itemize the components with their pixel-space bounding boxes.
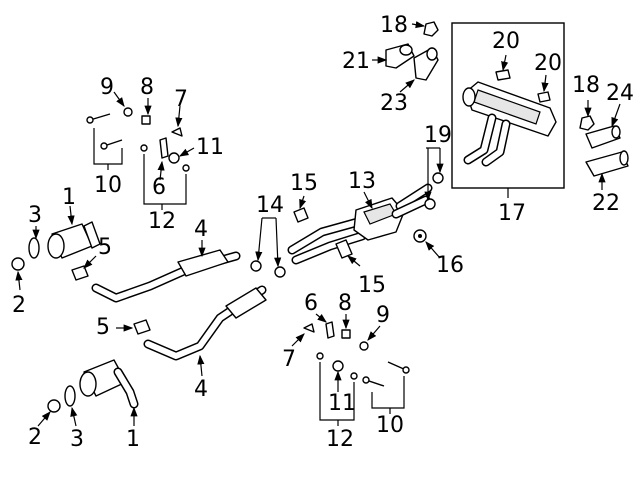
callout-17: 17: [498, 201, 526, 226]
clip-12a: [140, 144, 148, 152]
nut-18-right: [579, 115, 595, 131]
nut-11-upper: [168, 152, 180, 164]
callout-13: 13: [348, 169, 376, 194]
callout-8-upper: 8: [140, 75, 154, 100]
callout-9-upper: 9: [100, 75, 114, 100]
gasket-5-upper: [71, 265, 89, 281]
callout-18-top: 18: [380, 13, 408, 38]
callout-3-lower: 3: [70, 427, 84, 452]
muffler-bracket-20-right: [537, 91, 551, 103]
clip-12d: [350, 372, 358, 380]
clip-12b: [182, 164, 190, 172]
callout-11-lower: 11: [328, 391, 356, 416]
callout-16: 16: [436, 253, 464, 278]
callout-20-top: 20: [492, 29, 520, 54]
tailpipe-tip-22: [585, 150, 629, 177]
callout-21: 21: [342, 49, 370, 74]
bolt-10b: [100, 139, 123, 150]
muffler-bracket-20-top: [495, 69, 511, 81]
nut-8-upper: [141, 115, 151, 125]
hanger-15-lower: [335, 239, 353, 259]
callout-24: 24: [606, 81, 634, 106]
hanger-16: [413, 229, 427, 243]
nut-18-top: [423, 21, 439, 37]
ring-2-lower: [47, 399, 61, 413]
nut-8-lower: [341, 329, 351, 339]
callout-1-upper: 1: [62, 185, 76, 210]
callout-1-lower: 1: [126, 427, 140, 452]
gasket-3-upper: [28, 237, 40, 259]
callout-23: 23: [380, 91, 408, 116]
clip-12c: [316, 352, 324, 360]
catalytic-converter-1-upper: [47, 221, 101, 259]
stud-7-upper: [171, 127, 183, 137]
bolt-10c: [362, 376, 385, 387]
callout-3-upper: 3: [28, 203, 42, 228]
callout-9-lower: 9: [376, 303, 390, 328]
stud-6-lower: [325, 321, 335, 339]
callout-11-upper: 11: [196, 135, 224, 160]
tailpipe-tip-23: [413, 47, 439, 81]
callout-8-lower: 8: [338, 291, 352, 316]
washer-9-upper: [123, 107, 133, 117]
callout-6-lower: 6: [304, 291, 318, 316]
stud-6-upper: [159, 137, 169, 159]
callout-19: 19: [424, 123, 452, 148]
ring-2-upper: [11, 257, 25, 271]
callout-15-upper: 15: [290, 171, 318, 196]
callout-6-upper: 6: [152, 175, 166, 200]
center-muffler-13: [287, 183, 433, 265]
callout-12-lower: 12: [326, 427, 354, 452]
tailpipe-tip-24: [585, 125, 621, 149]
front-pipe-lower: [143, 285, 267, 361]
callout-2-upper: 2: [12, 293, 26, 318]
callout-12-upper: 12: [148, 209, 176, 234]
hanger-15-upper: [293, 207, 309, 223]
callout-2-lower: 2: [28, 425, 42, 450]
catalytic-converter-1-lower: [79, 359, 139, 409]
callout-5-lower: 5: [96, 315, 110, 340]
bolt-10a: [86, 113, 111, 124]
clamp-14a: [250, 260, 262, 272]
gasket-3-lower: [64, 385, 76, 407]
callout-7-lower: 7: [282, 347, 296, 372]
callout-15-lower: 15: [358, 273, 386, 298]
front-pipe-upper: [91, 249, 241, 303]
callout-22: 22: [592, 191, 620, 216]
callout-5-upper: 5: [98, 235, 112, 260]
clamp-14b: [274, 266, 286, 278]
callout-18-right: 18: [572, 73, 600, 98]
gasket-5-lower: [133, 319, 151, 335]
callout-14: 14: [256, 193, 284, 218]
callout-7-upper: 7: [174, 87, 188, 112]
rear-muffler: [462, 81, 557, 167]
clamp-19b: [424, 198, 436, 210]
callout-4-upper: 4: [194, 217, 208, 242]
bolt-10d: [387, 361, 410, 374]
callout-4-lower: 4: [194, 377, 208, 402]
tailpipe-tip-21: [385, 43, 415, 69]
nut-11-lower: [332, 360, 344, 372]
clamp-19a: [432, 172, 444, 184]
callout-10-lower: 10: [376, 413, 404, 438]
stud-7-lower: [303, 323, 315, 333]
callout-20-right: 20: [534, 51, 562, 76]
callout-10-upper: 10: [94, 173, 122, 198]
washer-9-lower: [359, 341, 369, 351]
